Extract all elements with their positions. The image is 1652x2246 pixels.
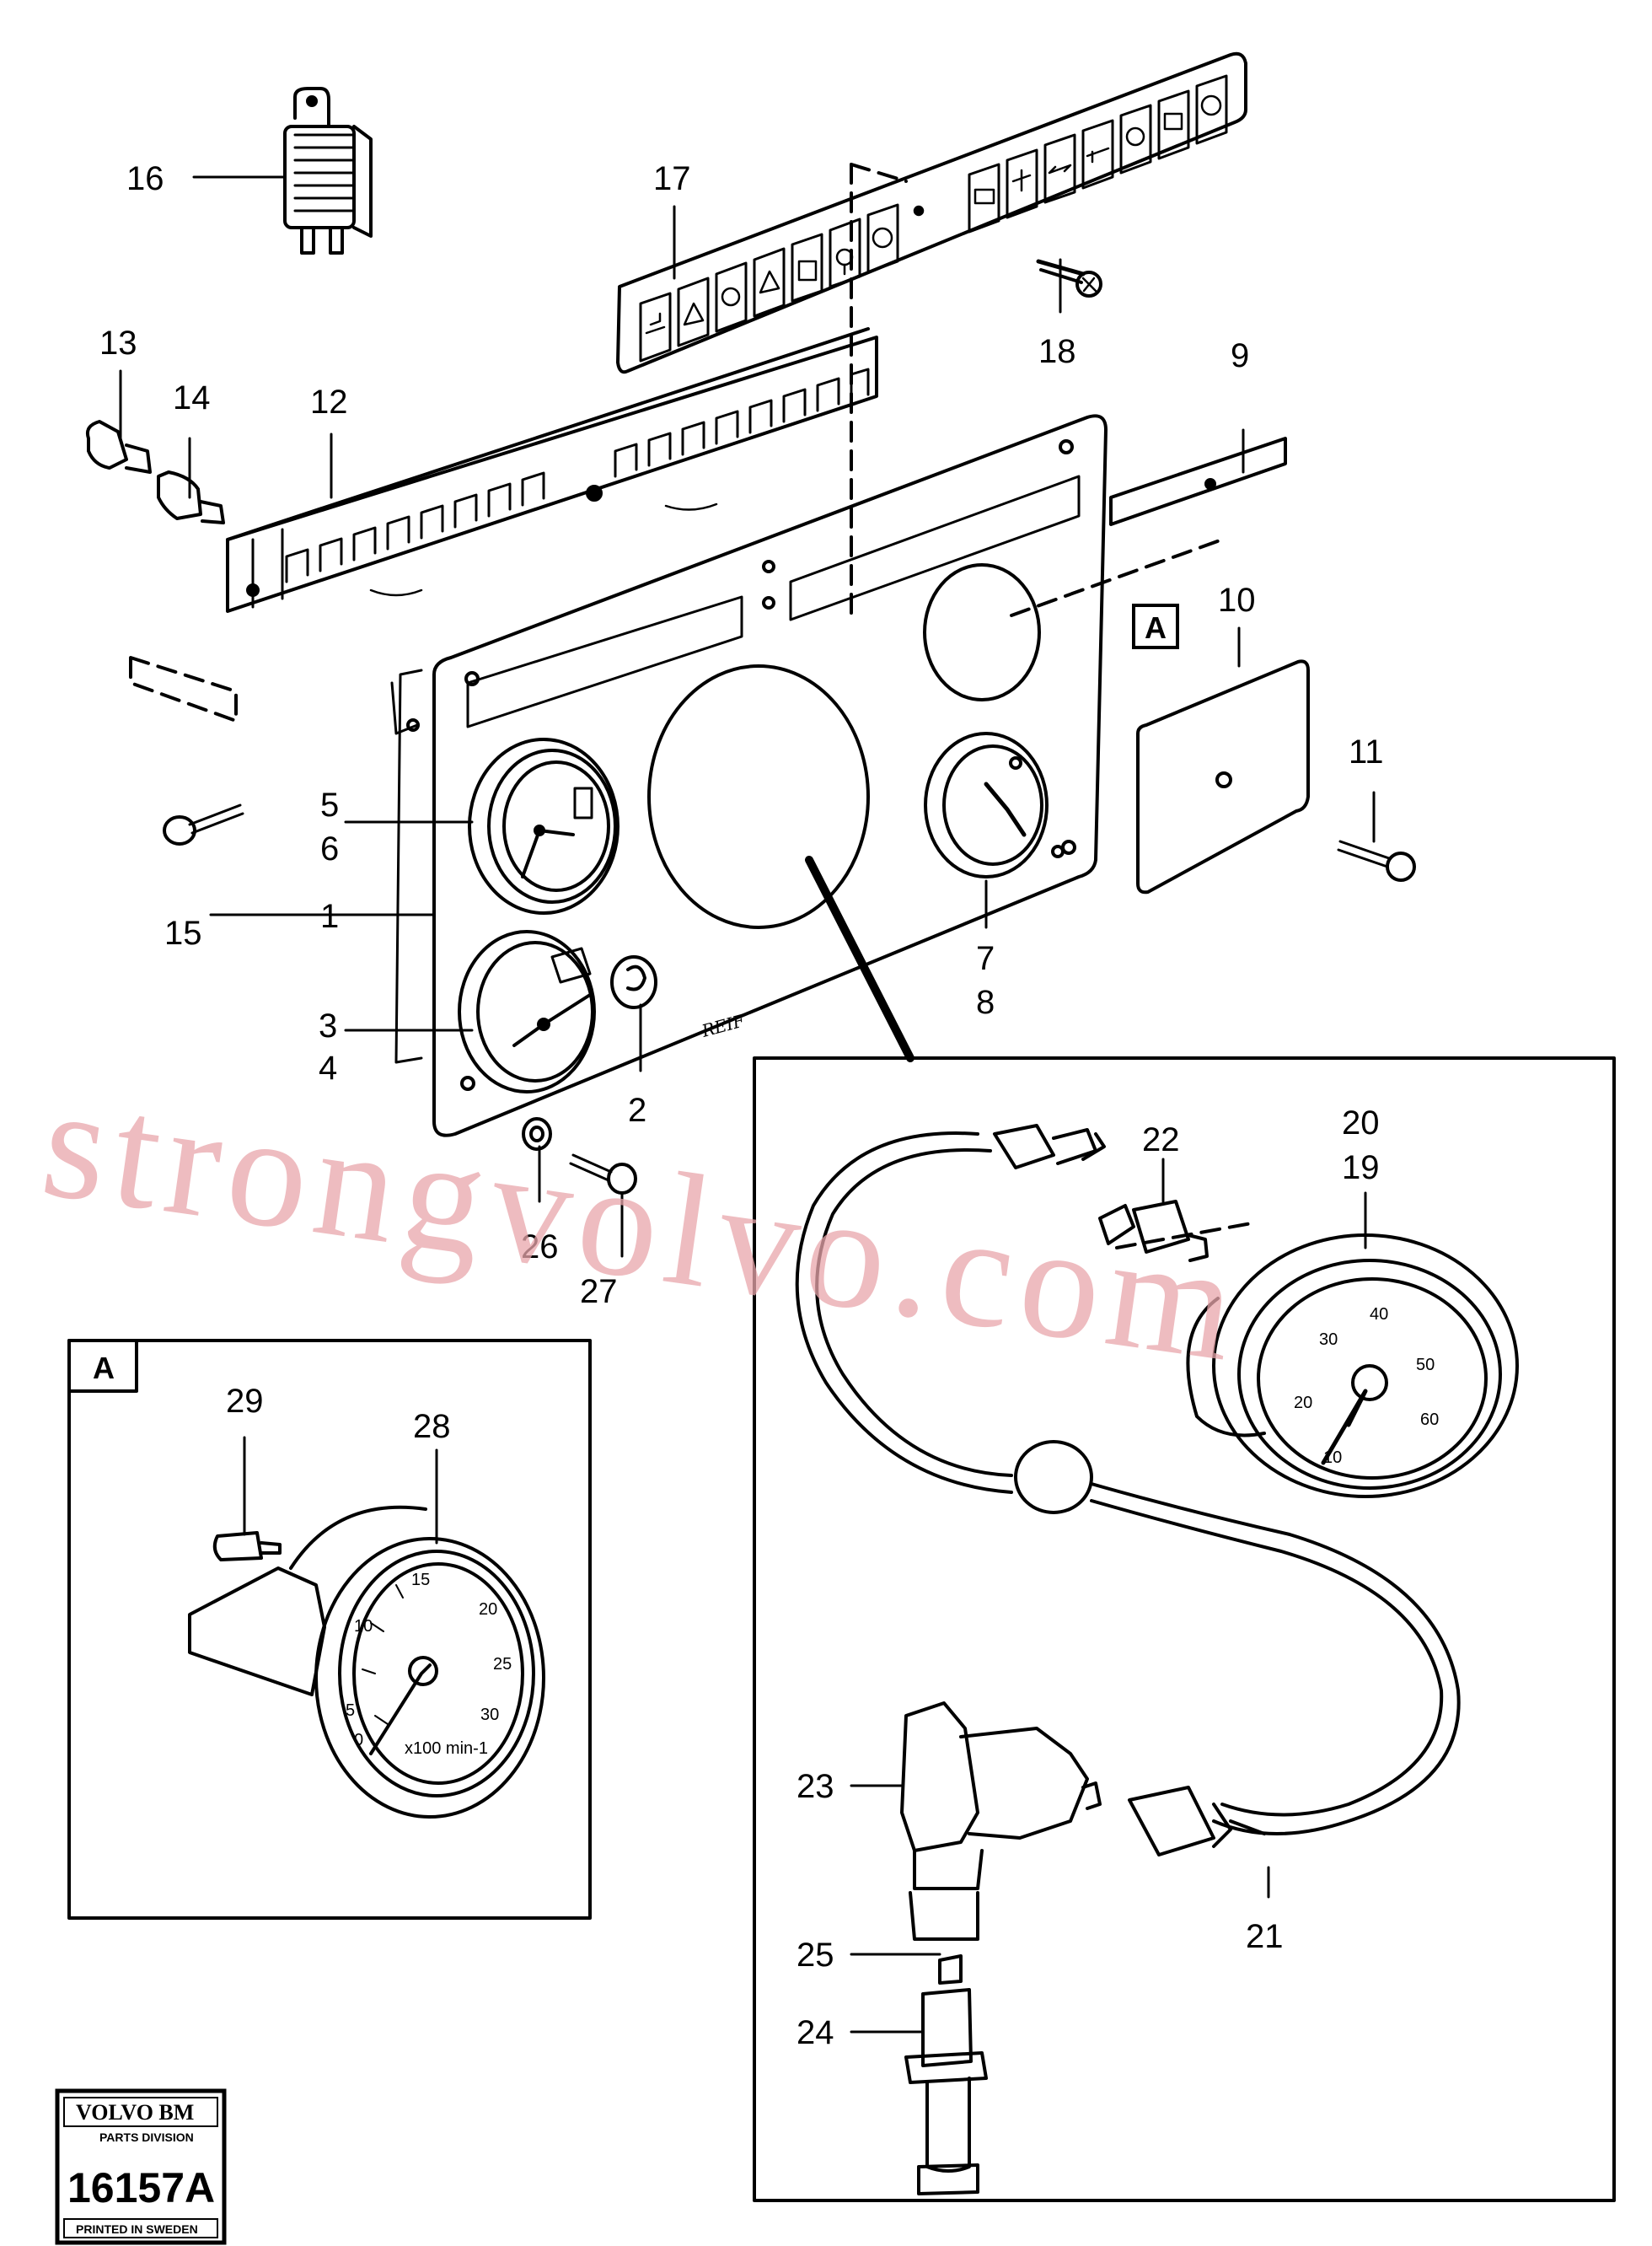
tacho-units: x100 min-1 xyxy=(405,1739,488,1758)
leader-lines xyxy=(119,175,1376,2034)
callout-15: 15 xyxy=(164,915,202,952)
callout-21: 21 xyxy=(1246,1918,1284,1955)
tachometer-part-28 xyxy=(188,1505,545,1819)
reference-dashes xyxy=(129,163,1258,1249)
stamp-printed: PRINTED IN SWEDEN xyxy=(76,2222,198,2236)
cable-part-21 xyxy=(795,1124,1461,1856)
callout-19: 19 xyxy=(1342,1149,1380,1186)
callout-14: 14 xyxy=(173,379,211,416)
callout-25: 25 xyxy=(796,1937,834,1974)
bulb-part-14 xyxy=(157,470,225,524)
callout-9: 9 xyxy=(1231,337,1249,374)
speedo-tick-50: 50 xyxy=(1416,1356,1435,1374)
callout-24: 24 xyxy=(796,2014,834,2051)
signature: REIF xyxy=(699,1010,748,1041)
volvo-bm-stamp: VOLVO BM PARTS DIVISION 16157A PRINTED I… xyxy=(55,2088,227,2245)
callout-5: 5 xyxy=(320,787,339,824)
panel-ref-a-tag: A xyxy=(1145,610,1167,645)
sender-part-24-25 xyxy=(904,1954,988,2195)
speedo-tick-30: 30 xyxy=(1319,1330,1338,1349)
speedo-tick-40: 40 xyxy=(1370,1305,1388,1324)
bulb-holder-part-13 xyxy=(85,420,152,474)
callout-17: 17 xyxy=(653,160,691,197)
stamp-brand: VOLVO BM xyxy=(76,2100,194,2125)
relay-part-16 xyxy=(283,87,373,255)
speedometer-detail-frame xyxy=(753,1056,1616,2202)
speedometer-part-19-20 xyxy=(1186,1233,1519,1498)
callout-8: 8 xyxy=(976,984,995,1021)
angle-drive-part-23 xyxy=(900,1701,1102,1941)
speedo-tick-60: 60 xyxy=(1420,1410,1439,1429)
tacho-tick-15: 15 xyxy=(411,1571,430,1589)
callout-labels: 16 17 18 13 14 12 9 10 11 5 6 15 1 7 8 3… xyxy=(99,160,1384,2051)
callout-18: 18 xyxy=(1038,333,1076,370)
callout-16: 16 xyxy=(126,160,164,197)
speedo-tick-20: 20 xyxy=(1294,1394,1312,1412)
washer-part-26 xyxy=(522,1117,552,1151)
speedo-scale: 10 20 30 40 50 60 xyxy=(1294,1305,1439,1467)
tacho-tick-0: 0 xyxy=(354,1731,363,1749)
callout-20: 20 xyxy=(1342,1104,1380,1142)
bulb-part-29 xyxy=(212,1531,282,1561)
stamp-division: PARTS DIVISION xyxy=(99,2130,194,2144)
stamp-number: 16157A xyxy=(67,2164,215,2211)
switch-part-2 xyxy=(610,955,657,1009)
callout-23: 23 xyxy=(796,1768,834,1805)
callout-10: 10 xyxy=(1218,582,1256,619)
coupling-part-22 xyxy=(1098,1200,1209,1262)
gauge-part-7-8 xyxy=(924,732,1065,879)
tacho-tick-30: 30 xyxy=(480,1706,499,1724)
screw-part-18 xyxy=(1036,259,1102,298)
strip-part-9 xyxy=(1109,437,1287,526)
gauge-part-5-6 xyxy=(468,738,620,915)
callout-28: 28 xyxy=(413,1408,451,1445)
callout-22: 22 xyxy=(1142,1121,1180,1158)
callout-7: 7 xyxy=(976,940,995,977)
connector-bar-part-12 xyxy=(226,327,878,613)
callout-1: 1 xyxy=(320,898,339,935)
callout-12: 12 xyxy=(310,384,348,421)
screw-part-15 xyxy=(163,803,244,846)
callout-13: 13 xyxy=(99,325,137,362)
tacho-tick-10: 10 xyxy=(354,1617,373,1636)
tacho-tick-25: 25 xyxy=(493,1655,512,1674)
callout-26: 26 xyxy=(521,1228,559,1265)
callout-2: 2 xyxy=(628,1092,646,1129)
gauge-part-3-4 xyxy=(458,930,596,1093)
callout-6: 6 xyxy=(320,830,339,868)
detail-leader-line xyxy=(805,856,914,1062)
callout-3: 3 xyxy=(319,1007,337,1045)
tacho-tick-5: 5 xyxy=(346,1701,355,1720)
panel-ref-a: A xyxy=(1132,604,1179,649)
tacho-scale: 0 5 10 15 20 25 30 x100 min-1 xyxy=(346,1571,512,1758)
callout-29: 29 xyxy=(226,1383,264,1420)
callout-4: 4 xyxy=(319,1050,337,1087)
instrument-panel-part-1 xyxy=(390,414,1108,1137)
cover-plate-part-10 xyxy=(1136,659,1310,895)
tacho-tick-20: 20 xyxy=(479,1600,497,1619)
callout-11: 11 xyxy=(1349,733,1384,771)
detail-a-tag: A xyxy=(93,1351,115,1385)
detail-a-frame xyxy=(67,1339,592,1920)
speedo-tick-10: 10 xyxy=(1323,1448,1342,1467)
warning-light-strip-17 xyxy=(616,51,1247,374)
callout-27: 27 xyxy=(580,1273,618,1310)
screw-part-11 xyxy=(1337,840,1416,882)
